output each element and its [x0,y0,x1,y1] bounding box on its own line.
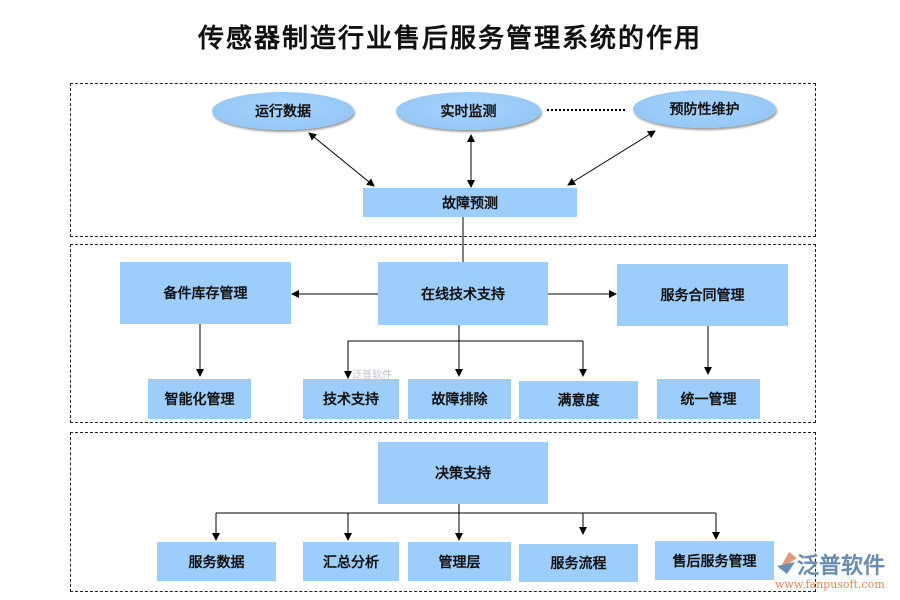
watermark-mini: 泛普软件 [352,370,392,381]
box-unified-management: 统一管理 [657,379,760,419]
arrow-maint-forecast [567,130,656,186]
box-spare-inventory: 备件库存管理 [120,262,291,324]
box-service-contract: 服务合同管理 [617,264,788,326]
box-smart-management: 智能化管理 [148,379,251,419]
section-online-support [70,244,816,423]
box-satisfaction: 满意度 [519,381,638,419]
box-service-data: 服务数据 [157,542,276,581]
box-online-support: 在线技术支持 [378,262,548,325]
section-decision-support [70,432,816,592]
section-fault-prediction [70,83,816,237]
ellipse-operation-data: 运行数据 [212,92,354,130]
box-decision-support: 决策支持 [378,442,548,504]
ellipse-preventive-maintenance: 预防性维护 [633,90,776,128]
logo-icon [777,552,797,574]
diagram-title: 传感器制造行业售后服务管理系统的作用 [197,24,702,54]
box-management-layer: 管理层 [408,542,511,581]
watermark-logo: 泛普软件 www.fanpusoft.com [775,548,900,600]
box-tech-support: 技术支持 [303,379,399,419]
arrow-data-forecast [308,132,375,187]
ellipse-realtime-monitoring: 实时监测 [396,92,541,130]
box-summary-analysis: 汇总分析 [303,542,399,581]
box-after-sales-management: 售后服务管理 [655,541,774,580]
box-troubleshooting: 故障排除 [408,379,511,419]
box-service-process: 服务流程 [519,544,638,582]
box-fault-prediction: 故障预测 [363,188,577,217]
